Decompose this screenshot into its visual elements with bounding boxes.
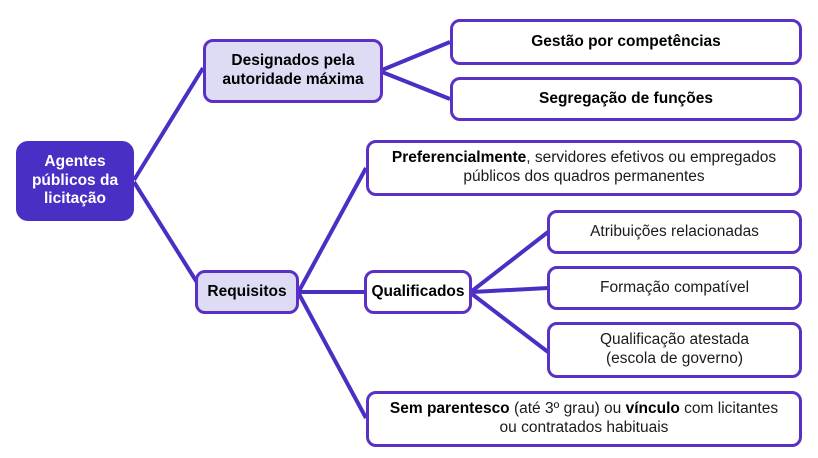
atribuicoes-label: Atribuições relacionadas: [590, 222, 759, 240]
parentesco-mid: (até 3º grau) ou: [509, 400, 626, 418]
qualificacao-line-1: Qualificação atestada: [599, 331, 750, 349]
formacao-label: Formação compatível: [599, 278, 750, 296]
connector-qualificados-to-formacao: [471, 286, 549, 294]
root-line-1: Agentes: [44, 152, 106, 170]
node-designados-pela-autoridade-maxima[interactable]: Designados pela autoridade máxima: [203, 39, 383, 103]
preferencialmente-bold: Preferencialmente: [391, 149, 527, 167]
preferencialmente-line-2: públicos dos quadros permanentes: [463, 168, 705, 185]
preferencialmente-line-1: Preferencialmente, servidores efetivos o…: [392, 149, 776, 168]
connector-requisitos-to-preferencialmente: [297, 167, 368, 292]
node-sem-parentesco[interactable]: Sem parentesco (até 3º grau) ou vínculo …: [366, 391, 802, 447]
parentesco-line-2: ou contratados habituais: [499, 419, 669, 436]
connector-root-to-designados: [132, 66, 205, 182]
root-line-3: licitação: [43, 190, 107, 208]
qualificacao-line-2: (escola de governo): [605, 350, 743, 367]
node-requisitos[interactable]: Requisitos: [195, 270, 299, 314]
segregacao-label: Segregação de funções: [538, 89, 713, 107]
node-qualificacao-atestada[interactable]: Qualificação atestada (escola de governo…: [547, 322, 802, 378]
connector-qualificados-to-atribuicoes: [470, 230, 550, 293]
connector-requisitos-to-parentesco: [297, 293, 368, 419]
node-qualificados[interactable]: Qualificados: [364, 270, 472, 314]
qualificados-label: Qualificados: [371, 282, 465, 300]
root-line-2: públicos da: [31, 171, 119, 189]
parentesco-bold-2: vínculo: [625, 400, 680, 418]
node-preferencialmente[interactable]: Preferencialmente, servidores efetivos o…: [366, 140, 802, 196]
node-gestao-por-competencias[interactable]: Gestão por competências: [450, 19, 802, 65]
node-formacao-compativel[interactable]: Formação compatível: [547, 266, 802, 310]
requisitos-label: Requisitos: [207, 282, 287, 300]
designados-line-2: autoridade máxima: [222, 71, 364, 88]
node-segregacao-de-funcoes[interactable]: Segregação de funções: [450, 77, 802, 121]
gestao-label: Gestão por competências: [531, 32, 721, 50]
connector-designados-to-gestao: [381, 40, 451, 72]
designados-line-1: Designados pela: [231, 52, 355, 70]
parentesco-bold-1: Sem parentesco: [389, 400, 510, 418]
parentesco-line-1: Sem parentesco (até 3º grau) ou vínculo …: [390, 400, 778, 419]
connector-root-to-requisitos: [132, 180, 205, 294]
connector-qualificados-to-qualificacao: [470, 292, 550, 354]
preferencialmente-rest: , servidores efetivos ou empregados: [526, 149, 777, 167]
connector-designados-to-segregacao: [381, 70, 451, 101]
node-atribuicoes-relacionadas[interactable]: Atribuições relacionadas: [547, 210, 802, 254]
parentesco-rest: com licitantes: [679, 400, 779, 418]
node-agentes-publicos-da-licitacao[interactable]: Agentes públicos da licitação: [16, 141, 134, 221]
